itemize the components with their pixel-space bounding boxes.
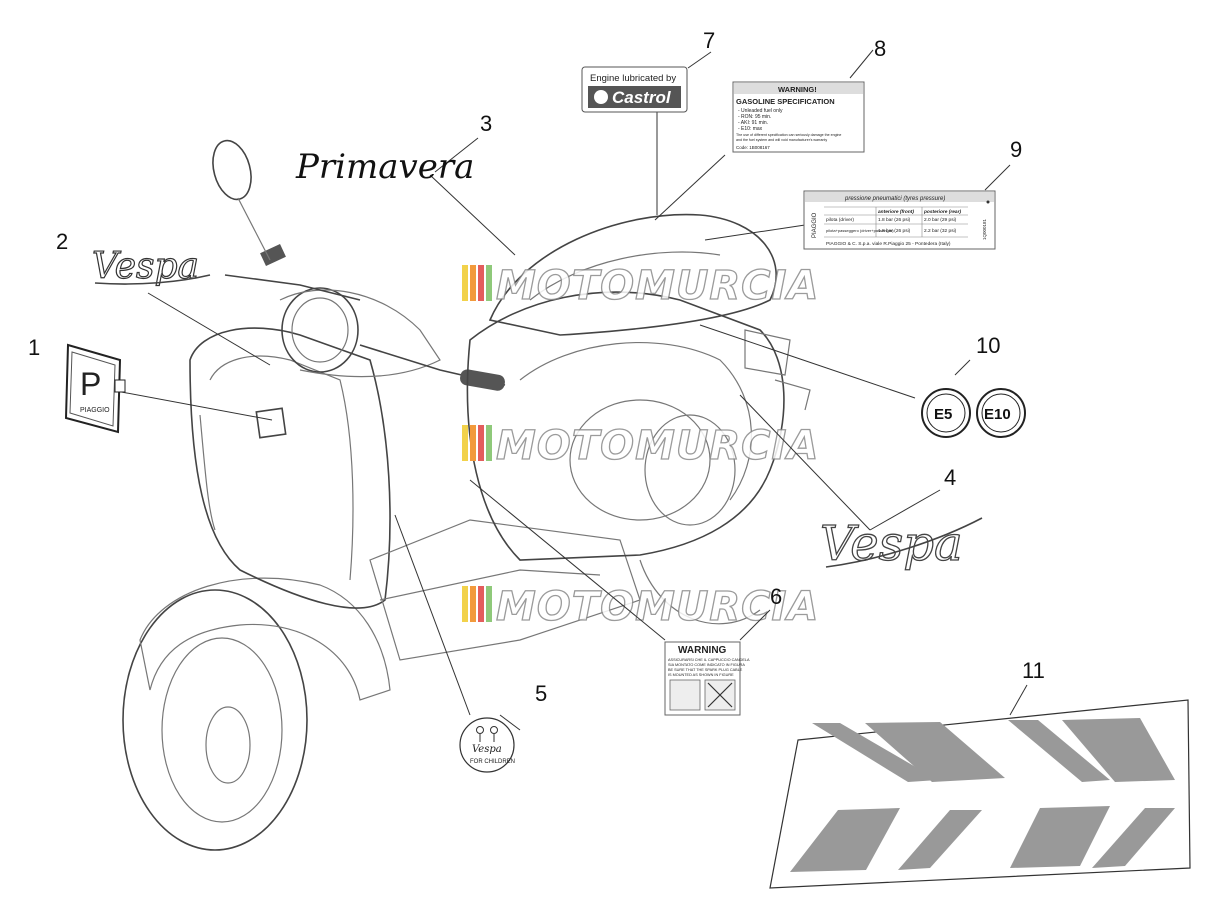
callout-2: 2	[56, 229, 68, 254]
callout-7: 7	[703, 28, 715, 53]
svg-text:1Q000181: 1Q000181	[982, 218, 987, 240]
svg-text:- E10: max: - E10: max	[738, 126, 763, 132]
callout-10: 10	[976, 333, 1000, 358]
svg-text:The use of different specifica: The use of different specification can s…	[736, 133, 841, 137]
svg-text:PIAGGIO: PIAGGIO	[812, 212, 818, 238]
svg-text:2.0 bar (29 psi): 2.0 bar (29 psi)	[924, 217, 957, 223]
svg-text:Engine lubricated by: Engine lubricated by	[590, 73, 676, 84]
svg-text:- AKI: 91 min.: - AKI: 91 min.	[738, 120, 768, 126]
svg-text:WARNING: WARNING	[678, 645, 727, 656]
tyre-pressure-label: pressione pneumatici (tyres pressure) PI…	[803, 190, 996, 250]
svg-text:pilota+passeggero (driver+pass: pilota+passeggero (driver+passenger)	[826, 228, 894, 233]
vespa-logo-small: Vespa	[91, 245, 211, 288]
svg-text:GASOLINE SPECIFICATION: GASOLINE SPECIFICATION	[736, 97, 835, 106]
vespa-logo-large: Vespa	[819, 515, 983, 573]
svg-text:IS MOUNTED AS SHOWN IN FIGURE: IS MOUNTED AS SHOWN IN FIGURE	[668, 673, 734, 677]
svg-text:WARNING!: WARNING!	[778, 85, 817, 94]
svg-text:SIA MONTATO COME INDICATO IN F: SIA MONTATO COME INDICATO IN FIGURA	[668, 663, 745, 667]
scooter-drawing	[122, 139, 811, 851]
callout-1: 1	[28, 335, 40, 360]
svg-text:ASSICURARSI CHE IL CAPPUCCIO C: ASSICURARSI CHE IL CAPPUCCIO CANDELA	[668, 658, 750, 662]
svg-text:E10: E10	[984, 406, 1011, 423]
callout-11: 11	[1022, 658, 1045, 683]
callout-3: 3	[480, 111, 492, 136]
svg-text:FOR CHILDREN: FOR CHILDREN	[470, 759, 515, 765]
castrol-label: Engine lubricated by Castrol	[581, 66, 688, 113]
svg-text:BE SURE THAT THE SPARK PLUG CA: BE SURE THAT THE SPARK PLUG CABLE	[668, 668, 743, 672]
svg-text:MOTOMURCIA: MOTOMURCIA	[496, 263, 819, 309]
svg-text:1.8 bar (26 psi): 1.8 bar (26 psi)	[878, 228, 911, 234]
svg-text:Primavera: Primavera	[295, 147, 474, 187]
svg-text:- RON: 95 min.: - RON: 95 min.	[738, 114, 771, 120]
svg-text:PIAGGIO: PIAGGIO	[80, 407, 110, 414]
callout-numbers: 1 2 3 4 5 6 7 8 9 10 11	[28, 28, 1045, 706]
chevron-decal-kit	[769, 699, 1191, 889]
piaggio-badge: P PIAGGIO	[64, 343, 126, 434]
callout-9: 9	[1010, 137, 1022, 162]
watermark-top: MOTOMURCIA	[462, 262, 819, 310]
svg-text:MOTOMURCIA: MOTOMURCIA	[496, 423, 819, 469]
fuel-badges: E5 E10	[921, 388, 1026, 438]
callout-4: 4	[944, 465, 956, 490]
svg-text:and the fuel system and will v: and the fuel system and will void manufa…	[736, 138, 827, 142]
svg-text:- Unleaded fuel only: - Unleaded fuel only	[738, 108, 783, 114]
leader-lines	[99, 49, 1028, 731]
spark-warning-label: WARNING ASSICURARSI CHE IL CAPPUCCIO CAN…	[664, 641, 750, 716]
svg-text:PIAGGIO & C. S.p.a. viale R.Pi: PIAGGIO & C. S.p.a. viale R.Piaggio 25 -…	[826, 241, 951, 247]
svg-text:E5: E5	[934, 406, 952, 423]
svg-text:P: P	[80, 366, 101, 402]
callout-6: 6	[770, 584, 782, 609]
svg-text:Castrol: Castrol	[612, 88, 672, 107]
svg-text:2.2 bar (32 psi): 2.2 bar (32 psi)	[924, 228, 957, 234]
svg-text:anteriore (front): anteriore (front)	[878, 209, 914, 215]
callout-5: 5	[535, 681, 547, 706]
svg-text:MOTOMURCIA: MOTOMURCIA	[496, 584, 819, 630]
watermark-bottom: MOTOMURCIA	[462, 583, 819, 631]
svg-text:Vespa: Vespa	[820, 516, 963, 572]
children-sticker: Vespa FOR CHILDREN	[459, 717, 515, 773]
svg-text:pilota (driver): pilota (driver)	[826, 217, 854, 223]
svg-text:1.8 bar (26 psi): 1.8 bar (26 psi)	[878, 217, 911, 223]
primavera-logo: Primavera	[295, 147, 474, 187]
svg-text:posteriore (rear): posteriore (rear)	[923, 209, 961, 215]
svg-text:pressione pneumatici (tyres pr: pressione pneumatici (tyres pressure)	[844, 196, 945, 202]
callout-8: 8	[874, 36, 886, 61]
svg-text:Code: 1B008167: Code: 1B008167	[736, 145, 770, 150]
watermark-middle: MOTOMURCIA	[462, 422, 819, 470]
gasoline-spec-label: WARNING! GASOLINE SPECIFICATION - Unlead…	[732, 81, 865, 153]
svg-text:Vespa: Vespa	[472, 744, 502, 755]
